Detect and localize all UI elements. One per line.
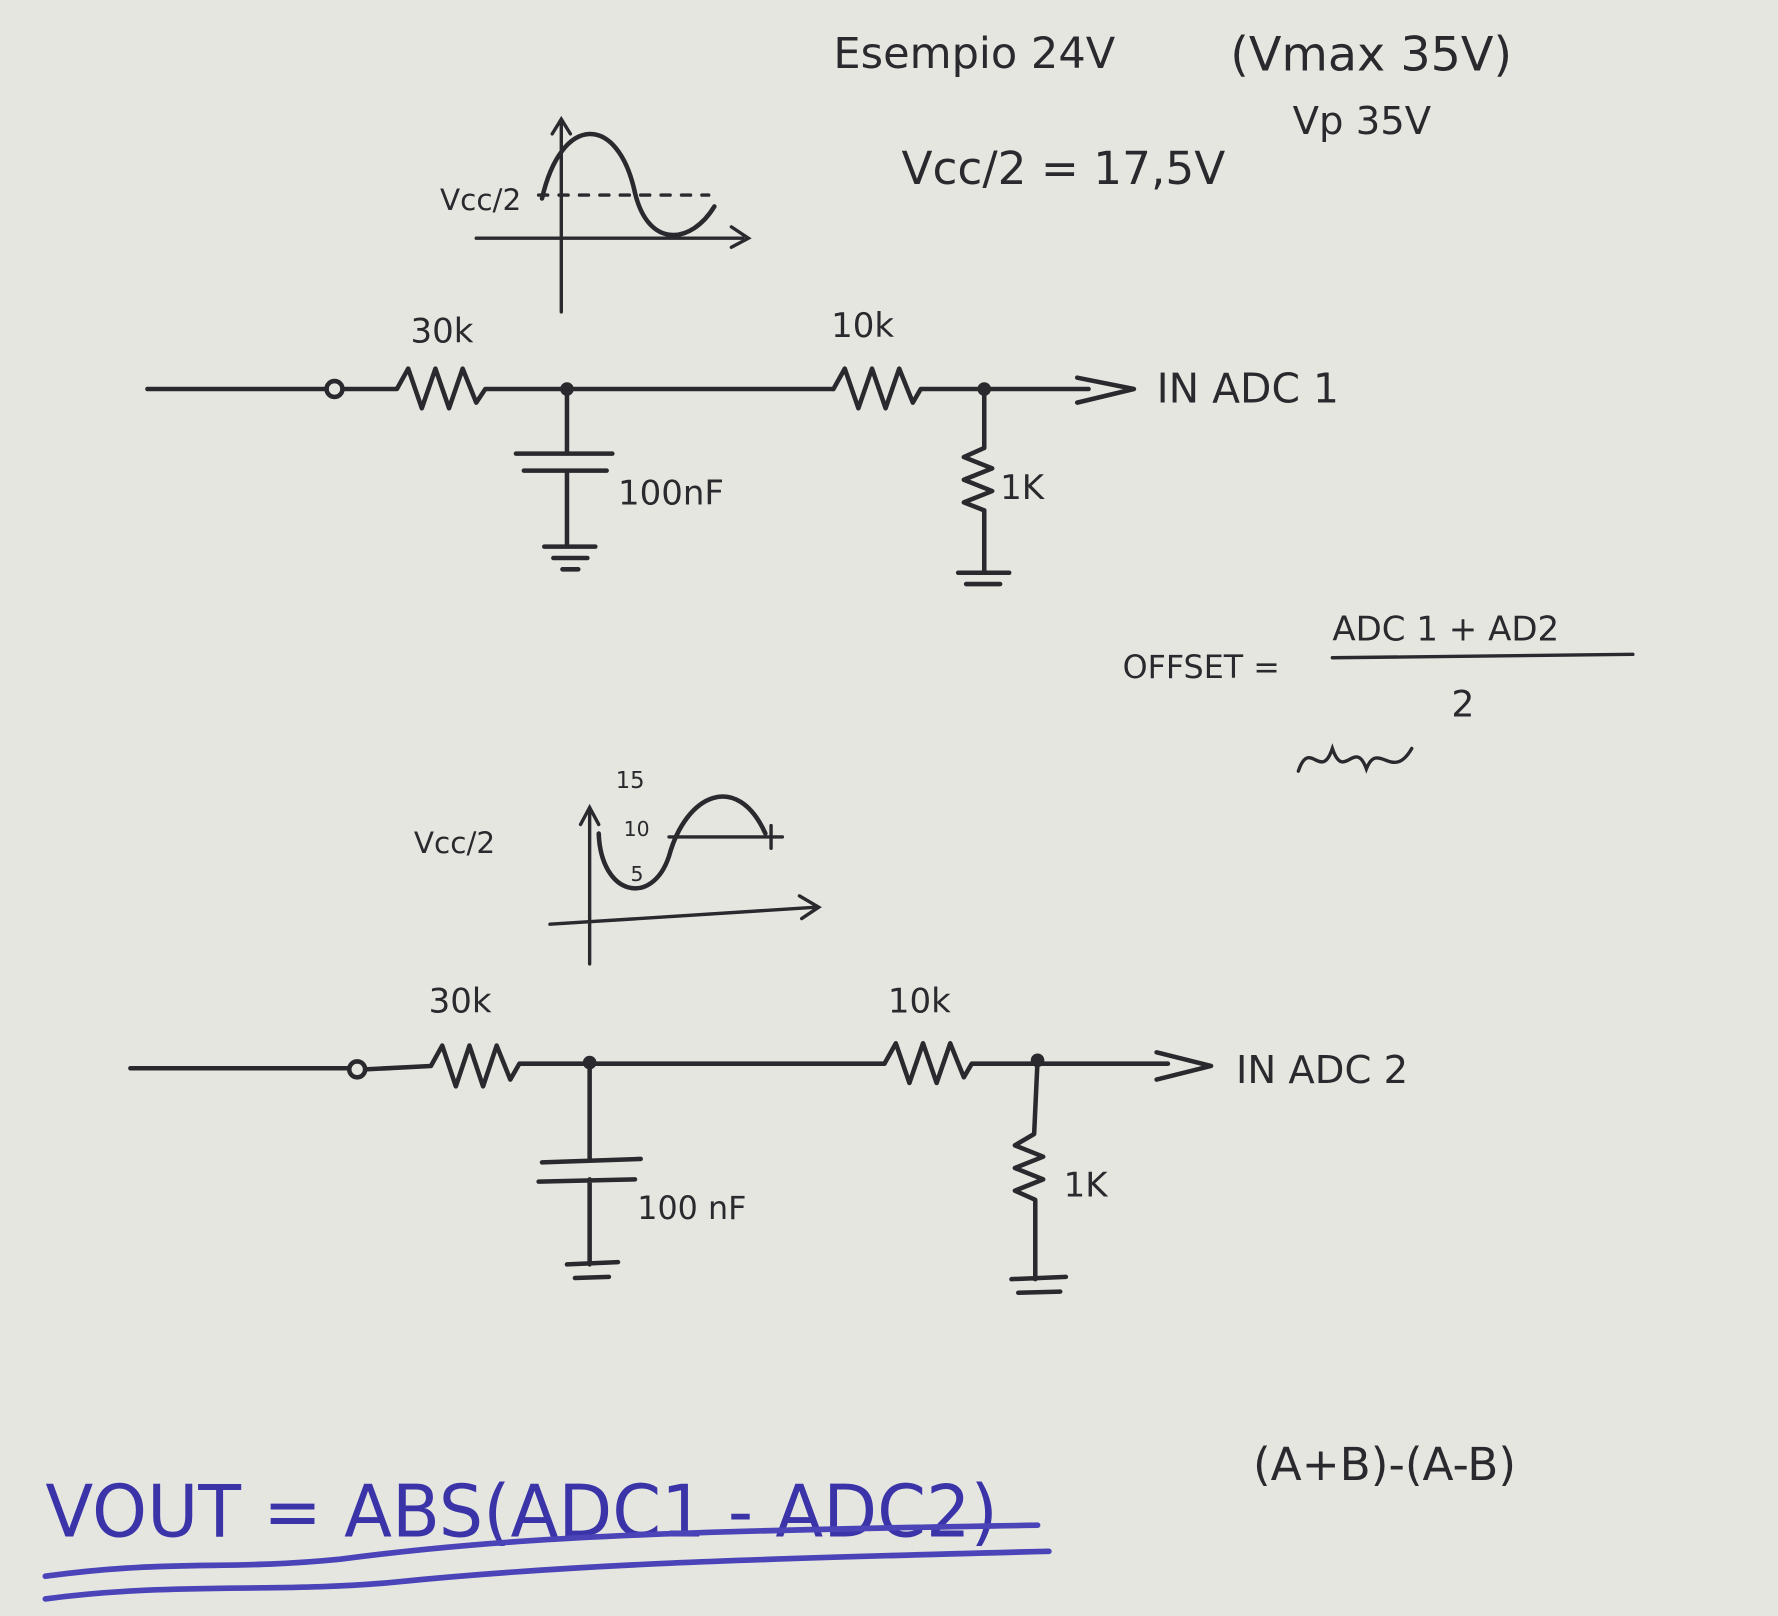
output-label-adc2: IN ADC 2	[1236, 1048, 1408, 1093]
sine-wave	[596, 794, 768, 891]
capacitor-label: 100nF	[618, 474, 724, 514]
header-notes: Esempio 24V (Vmax 35V) Vp 35V Vcc/2 = 17…	[833, 27, 1512, 194]
y-axis	[578, 803, 601, 966]
resistor-1k-label: 1K	[1000, 468, 1046, 508]
resistor-10k	[882, 1041, 1214, 1086]
resistor-1k-label: 1K	[1064, 1165, 1110, 1205]
graph-label: Vcc/2	[440, 183, 521, 217]
offset-label: OFFSET =	[1123, 650, 1280, 686]
scribble	[1296, 743, 1414, 774]
circuit-1: Vcc/2 30k 100nF 10k 1K IN ADC 1	[145, 115, 1339, 587]
underline-1	[42, 1522, 1041, 1580]
sine-wave	[539, 131, 717, 238]
graph-label: Vcc/2	[414, 826, 495, 860]
offset-formula: OFFSET = ADC 1 + AD2 2	[1123, 610, 1635, 774]
resistor-1k-to-ground	[955, 386, 1012, 587]
x-axis	[548, 894, 822, 926]
offset-numerator: ADC 1 + AD2	[1332, 610, 1559, 650]
vmax-text: (Vmax 35V)	[1230, 27, 1512, 82]
vout-formula: VOUT = ABS(ADC1 - ADC2) (A+B)-(A-B)	[42, 1438, 1516, 1602]
example-text: Esempio 24V	[833, 29, 1115, 79]
resistor-10k-label: 10k	[888, 982, 951, 1022]
vp-text: Vp 35V	[1293, 99, 1432, 144]
circuit-2: 15 10 5 Vcc/2 30k 100 nF 10k 1K IN ADC 2	[128, 768, 1408, 1296]
x-axis	[474, 225, 752, 249]
resistor-30k	[362, 1043, 887, 1089]
resistor-10k	[831, 366, 1137, 411]
tick-15: 15	[616, 768, 645, 794]
underline-2	[42, 1548, 1052, 1602]
midline	[667, 823, 785, 850]
signal-graph-2: 15 10 5 Vcc/2	[414, 768, 822, 966]
capacitor-to-ground	[536, 1060, 643, 1281]
capacitor-to-ground	[513, 386, 615, 572]
capacitor-label: 100 nF	[637, 1191, 746, 1227]
resistor-30k-label: 30k	[410, 312, 473, 352]
identity-expression: (A+B)-(A-B)	[1253, 1438, 1516, 1491]
resistor-10k-label: 10k	[831, 306, 894, 346]
vcc-half-text: Vcc/2 = 17,5V	[901, 142, 1225, 195]
offset-denominator: 2	[1451, 683, 1474, 726]
resistor-30k-label: 30k	[429, 982, 492, 1022]
signal-graph-1: Vcc/2	[440, 115, 752, 314]
output-label-adc1: IN ADC 1	[1157, 365, 1339, 413]
fraction-bar	[1330, 652, 1635, 660]
resistor-30k	[340, 366, 836, 411]
tick-5: 5	[630, 862, 643, 886]
tick-10: 10	[624, 817, 650, 841]
resistor-1k-to-ground	[1009, 1058, 1069, 1296]
